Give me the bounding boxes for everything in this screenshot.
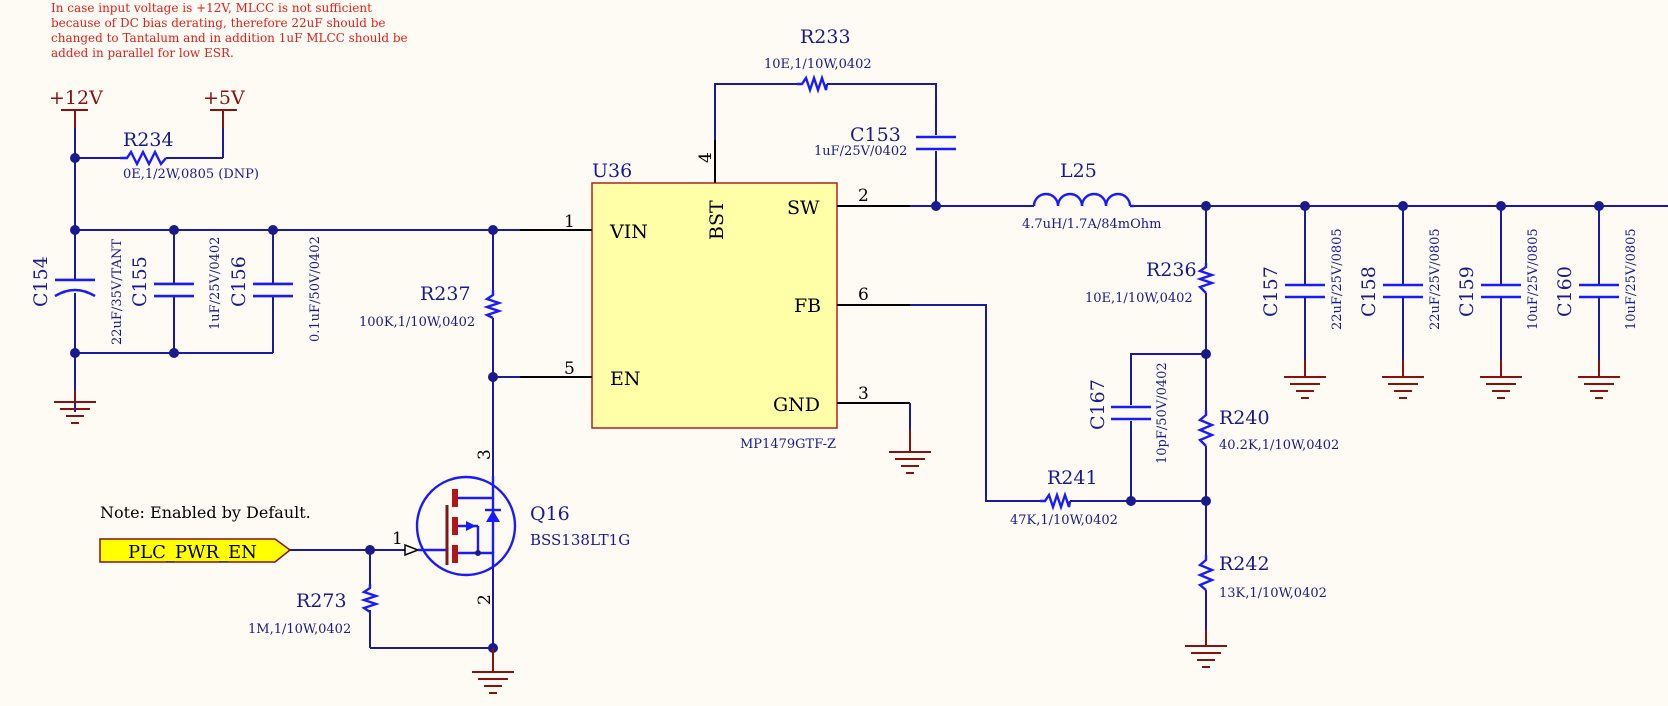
c156-ref: C156 [228, 256, 250, 307]
r241-ref: R241 [1047, 467, 1098, 489]
net-port-plc-pwr-en[interactable]: PLC_PWR_EN [99, 538, 292, 563]
c158-value: 22uF/25V/0805 [1428, 228, 1443, 330]
c155-value: 1uF/25V/0402 [208, 237, 223, 330]
c155-ref: C155 [129, 256, 151, 307]
ic-pin-bst-num: 4 [696, 152, 716, 163]
resistor-r240[interactable]: R240 40.2K,1/10W,0402 [1196, 407, 1339, 453]
c156-value: 0.1uF/50V/0402 [308, 236, 323, 342]
power-port-12v: +12V [49, 87, 103, 128]
r242-ref: R242 [1219, 553, 1270, 575]
power-label-12v: +12V [49, 87, 103, 109]
u36-ref: U36 [592, 160, 632, 182]
u36-part: MP1479GTF-Z [740, 437, 836, 452]
capacitor-c160[interactable]: C160 10uF/25V/0805 [1554, 201, 1639, 399]
capacitor-c155[interactable]: C155 1uF/25V/0402 [129, 230, 223, 330]
r273-ref: R273 [296, 590, 347, 612]
mosfet-q16[interactable]: Q16 BSS138LT1G 3 1 2 [392, 449, 630, 605]
l25-ref: L25 [1060, 160, 1097, 182]
r241-value: 47K,1/10W,0402 [1010, 513, 1118, 528]
q16-pin-drain: 3 [475, 449, 495, 460]
ic-pin-gnd: GND [773, 394, 820, 416]
c167-ref: C167 [1087, 379, 1109, 430]
enable-note: Note: Enabled by Default. [100, 503, 311, 522]
resistor-r241[interactable]: R241 47K,1/10W,0402 [1010, 467, 1118, 528]
ic-pin-vin-num: 1 [564, 212, 575, 232]
capacitor-c159[interactable]: C159 10uF/25V/0805 [1456, 201, 1541, 399]
c154-ref: C154 [30, 256, 52, 307]
c167-value: 10pF/50V/0402 [1155, 362, 1170, 464]
c157-ref: C157 [1260, 266, 1282, 317]
r242-value: 13K,1/10W,0402 [1219, 586, 1327, 601]
r236-ref: R236 [1146, 259, 1197, 281]
power-label-5v: +5V [203, 87, 245, 109]
r240-value: 40.2K,1/10W,0402 [1219, 438, 1339, 453]
c160-value: 10uF/25V/0805 [1624, 228, 1639, 330]
c159-value: 10uF/25V/0805 [1526, 228, 1541, 330]
q16-ref: Q16 [530, 503, 570, 525]
r237-ref: R237 [420, 283, 471, 305]
capacitor-c157[interactable]: C157 22uF/25V/0805 [1260, 201, 1345, 399]
inductor-l25[interactable]: L25 4.7uH/1.7A/84mOhm [1022, 160, 1161, 232]
resistor-r234[interactable]: R234 0E,1/2W,0805 (DNP) [120, 129, 259, 182]
l25-value: 4.7uH/1.7A/84mOhm [1022, 217, 1161, 232]
ic-pin-gnd-num: 3 [858, 384, 869, 404]
design-note: In case input voltage is +12V, MLCC is n… [51, 1, 411, 60]
capacitor-c167[interactable]: C167 10pF/50V/0402 [1087, 362, 1170, 464]
ic-pin-en-num: 5 [564, 359, 575, 379]
c157-value: 22uF/25V/0805 [1330, 228, 1345, 330]
c154-value: 22uF/35V/TANT [110, 239, 125, 345]
ic-pin-fb-num: 6 [858, 285, 869, 305]
ic-u36[interactable]: VIN 1 EN 5 BST 4 SW 2 FB 6 GND 3 U36 MP1… [520, 140, 910, 452]
resistor-r273[interactable]: R273 1M,1/10W,0402 [248, 584, 380, 637]
port-label: PLC_PWR_EN [128, 542, 257, 563]
resistor-r233[interactable]: R233 10E,1/10W,0402 [764, 26, 872, 94]
r234-ref: R234 [123, 129, 174, 151]
ground-symbol-input [54, 390, 96, 424]
q16-pin-gate: 1 [392, 529, 403, 549]
ground-symbol-ic [889, 430, 931, 474]
c153-ref: C153 [850, 124, 901, 146]
c159-ref: C159 [1456, 266, 1478, 317]
ic-pin-bst: BST [706, 200, 728, 240]
r233-ref: R233 [800, 26, 851, 48]
power-port-5v: +5V [203, 87, 245, 128]
resistor-r237[interactable]: R237 100K,1/10W,0402 [359, 283, 503, 330]
ic-pin-vin: VIN [609, 221, 648, 243]
r234-value: 0E,1/2W,0805 (DNP) [123, 167, 259, 182]
capacitor-c158[interactable]: C158 22uF/25V/0805 [1358, 201, 1443, 399]
q16-pin-source: 2 [475, 594, 495, 605]
ground-symbol-feedback [1185, 630, 1227, 668]
q16-part: BSS138LT1G [530, 531, 630, 549]
ic-pin-fb: FB [794, 295, 821, 317]
resistor-r236[interactable]: R236 10E,1/10W,0402 [1085, 259, 1216, 306]
r237-value: 100K,1/10W,0402 [359, 315, 475, 330]
r273-value: 1M,1/10W,0402 [248, 622, 351, 637]
c158-ref: C158 [1358, 266, 1380, 317]
resistor-r242[interactable]: R242 13K,1/10W,0402 [1196, 553, 1327, 601]
r233-value: 10E,1/10W,0402 [764, 57, 872, 72]
capacitor-c153[interactable]: C153 1uF/25V/0402 [814, 124, 956, 159]
r240-ref: R240 [1219, 407, 1270, 429]
c153-value: 1uF/25V/0402 [814, 144, 907, 159]
ground-symbol-enable [472, 648, 514, 694]
ic-pin-sw-num: 2 [858, 186, 869, 206]
ic-pin-sw: SW [787, 197, 820, 219]
r236-value: 10E,1/10W,0402 [1085, 291, 1193, 306]
c160-ref: C160 [1554, 266, 1576, 317]
ic-pin-en: EN [610, 368, 641, 390]
